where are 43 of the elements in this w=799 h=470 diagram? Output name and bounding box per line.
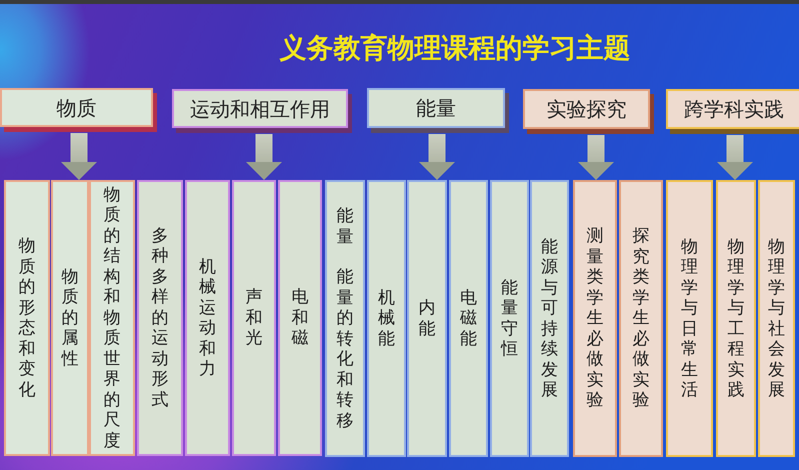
topic-text: 物质的属性 (61, 266, 79, 370)
topic-column (367, 180, 406, 457)
topic-text: 多种多样的运动形式 (151, 226, 169, 410)
header-text: 运动和相互作用 (190, 96, 330, 120)
topic-column (4, 180, 50, 456)
topic-column (232, 180, 276, 456)
topic-column (185, 180, 230, 456)
topic-text: 测量类学生必做实验 (586, 226, 604, 411)
topic-text: 能源与可持续发展 (540, 236, 558, 400)
topic-text: 物理学与工程实践 (727, 236, 745, 400)
topic-column (278, 180, 322, 456)
header-text: 物质 (56, 96, 96, 120)
topic-text: 能量 (336, 206, 354, 247)
slide-title: 义务教育物理课程的学习主题 (280, 32, 630, 66)
topic-text: 机械运动和力 (198, 256, 216, 380)
topic-text: 探究类学生必做实验 (632, 226, 650, 411)
topic-column (666, 180, 713, 457)
header-text: 实验探究 (546, 97, 626, 121)
topic-text: 电和磁 (291, 287, 309, 349)
topic-text: 声和光 (245, 287, 263, 349)
topic-text: 物理学与社会发展 (768, 236, 786, 400)
topic-column (137, 180, 183, 456)
header-text: 能量 (416, 96, 456, 120)
topic-column (449, 180, 488, 457)
topic-column (89, 180, 135, 456)
topic-text: 机械能 (378, 288, 396, 350)
topic-text: 物质的结构和物质世界的尺度 (103, 184, 121, 452)
topic-column (716, 180, 756, 457)
topic-column (573, 180, 617, 457)
topic-text: 电磁能 (460, 288, 478, 350)
topic-text: 能量的转化和转移 (336, 267, 354, 431)
topic-column (530, 180, 569, 457)
topic-text: 内能 (418, 298, 436, 339)
header-text: 跨学科实践 (684, 97, 784, 121)
topic-column (325, 180, 365, 457)
topic-text: 能量守恒 (500, 278, 518, 360)
topic-text: 物理学与日常生活 (680, 236, 698, 400)
topic-text: 物质的形态和变化 (18, 236, 36, 400)
topic-column (619, 180, 663, 457)
topic-column (407, 180, 447, 457)
topic-column (490, 180, 529, 457)
topic-column (758, 180, 795, 457)
topic-column (51, 180, 89, 456)
